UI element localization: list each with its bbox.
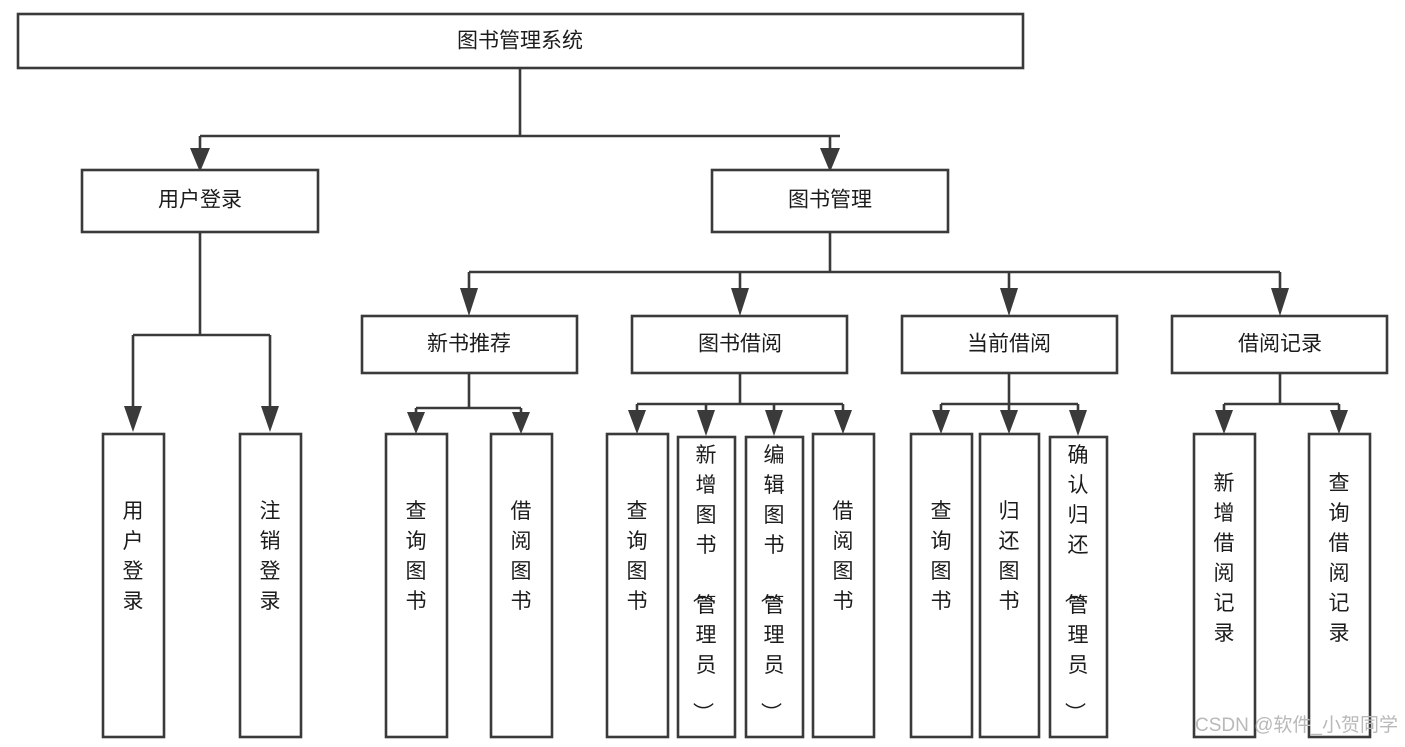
node-leaf-7[interactable]: 编辑图书（管理员）	[744, 435, 805, 739]
arrow-head-leaf-11	[1069, 410, 1087, 436]
connector-layer	[124, 68, 1348, 436]
node-leaf-12-box[interactable]	[1192, 432, 1257, 739]
node-borrow[interactable]: 图书借阅	[630, 314, 849, 375]
arrow-head-leaf-3	[407, 412, 425, 434]
node-leaf-13-box[interactable]	[1307, 432, 1372, 739]
node-newbook[interactable]: 新书推荐	[360, 314, 579, 375]
node-record-box[interactable]	[1170, 314, 1389, 375]
arrow-head-leaf-7	[765, 410, 783, 436]
node-login-label: 用户登录	[158, 189, 242, 212]
node-leaf-11-box[interactable]	[1048, 435, 1109, 739]
arrow-head-leaf-4	[512, 412, 530, 434]
node-current-label: 当前借阅	[967, 333, 1051, 356]
node-leaf-9-box[interactable]	[909, 432, 974, 739]
node-newbook-box[interactable]	[360, 314, 579, 375]
node-leaf-5-box[interactable]	[605, 432, 670, 739]
arrow-head-leaf-6	[697, 410, 715, 436]
node-record[interactable]: 借阅记录	[1170, 314, 1389, 375]
node-leaf-5-label: 查询图书	[627, 500, 648, 613]
node-leaf-10-box[interactable]	[978, 432, 1041, 739]
node-leaf-8-label: 借阅图书	[833, 500, 854, 613]
node-leaf-11-label: 确认归还（管理员）	[1063, 444, 1089, 723]
arrow-head-borrow	[731, 288, 749, 316]
node-leaf-10-label: 归还图书	[999, 500, 1020, 613]
node-borrow-label: 图书借阅	[698, 333, 782, 356]
node-current-box[interactable]	[900, 314, 1119, 375]
arrow-head-newbook	[460, 288, 478, 316]
node-leaf-2-label: 注销登录	[260, 500, 281, 613]
node-bookmgmt-box[interactable]	[710, 168, 950, 234]
node-leaf-2-box[interactable]	[238, 432, 303, 739]
node-root-box[interactable]	[16, 12, 1025, 70]
node-login-box[interactable]	[80, 168, 320, 234]
node-leaf-12-label: 新增借阅记录	[1214, 472, 1235, 645]
node-leaf-6-label: 新增图书（管理员）	[691, 444, 717, 723]
node-leaf-7-box[interactable]	[744, 435, 805, 739]
arrow-head-leaf-13	[1330, 410, 1348, 434]
node-leaf-4[interactable]: 借阅图书	[489, 432, 554, 739]
node-leaf-3-label: 查询图书	[406, 500, 427, 613]
node-leaf-13[interactable]: 查询借阅记录	[1307, 432, 1372, 739]
node-leaf-8-box[interactable]	[811, 432, 876, 739]
node-leaf-1-label: 用户登录	[123, 500, 144, 613]
arrow-head-leaf-9	[932, 410, 950, 434]
node-leaf-3-box[interactable]	[384, 432, 449, 739]
arrow-head-leaf-5	[628, 410, 646, 434]
node-bookmgmt-label: 图书管理	[788, 189, 872, 212]
node-root[interactable]: 图书管理系统	[16, 12, 1025, 70]
arrow-head-leaf-2	[261, 406, 279, 432]
node-leaf-4-label: 借阅图书	[511, 500, 532, 613]
node-root-label: 图书管理系统	[457, 30, 583, 53]
arrow-head-leaf-8	[834, 410, 852, 434]
node-leaf-7-label: 编辑图书（管理员）	[759, 444, 785, 723]
node-leaf-2[interactable]: 注销登录	[238, 432, 303, 739]
node-borrow-box[interactable]	[630, 314, 849, 375]
arrow-head-leaf-1	[124, 406, 142, 432]
node-leaf-5[interactable]: 查询图书	[605, 432, 670, 739]
node-newbook-label: 新书推荐	[427, 333, 511, 356]
arrow-head-leaf-12	[1215, 410, 1233, 434]
csdn-watermark: CSDN @软件_小贺同学	[1195, 714, 1398, 736]
node-leaf-6-box[interactable]	[676, 435, 737, 739]
node-leaf-10[interactable]: 归还图书	[978, 432, 1041, 739]
node-login[interactable]: 用户登录	[80, 168, 320, 234]
node-bookmgmt[interactable]: 图书管理	[710, 168, 950, 234]
node-current[interactable]: 当前借阅	[900, 314, 1119, 375]
node-leaf-1-box[interactable]	[101, 432, 166, 739]
arrow-head-leaf-10	[1000, 410, 1018, 434]
arrow-head-to-login	[190, 148, 210, 172]
node-leaf-12[interactable]: 新增借阅记录	[1192, 432, 1257, 739]
node-record-label: 借阅记录	[1238, 333, 1322, 356]
node-leaf-1[interactable]: 用户登录	[101, 432, 166, 739]
node-leaf-8[interactable]: 借阅图书	[811, 432, 876, 739]
node-leaf-4-box[interactable]	[489, 432, 554, 739]
node-leaf-3[interactable]: 查询图书	[384, 432, 449, 739]
node-leaf-11[interactable]: 确认归还（管理员）	[1048, 435, 1109, 739]
arrow-head-current	[1000, 288, 1018, 316]
node-leaf-13-label: 查询借阅记录	[1329, 472, 1350, 645]
arrow-head-record	[1271, 288, 1289, 316]
arrow-head-to-bookmgmt	[820, 148, 840, 172]
node-leaf-9[interactable]: 查询图书	[909, 432, 974, 739]
node-leaf-6[interactable]: 新增图书（管理员）	[676, 435, 737, 739]
node-leaf-9-label: 查询图书	[931, 500, 952, 613]
